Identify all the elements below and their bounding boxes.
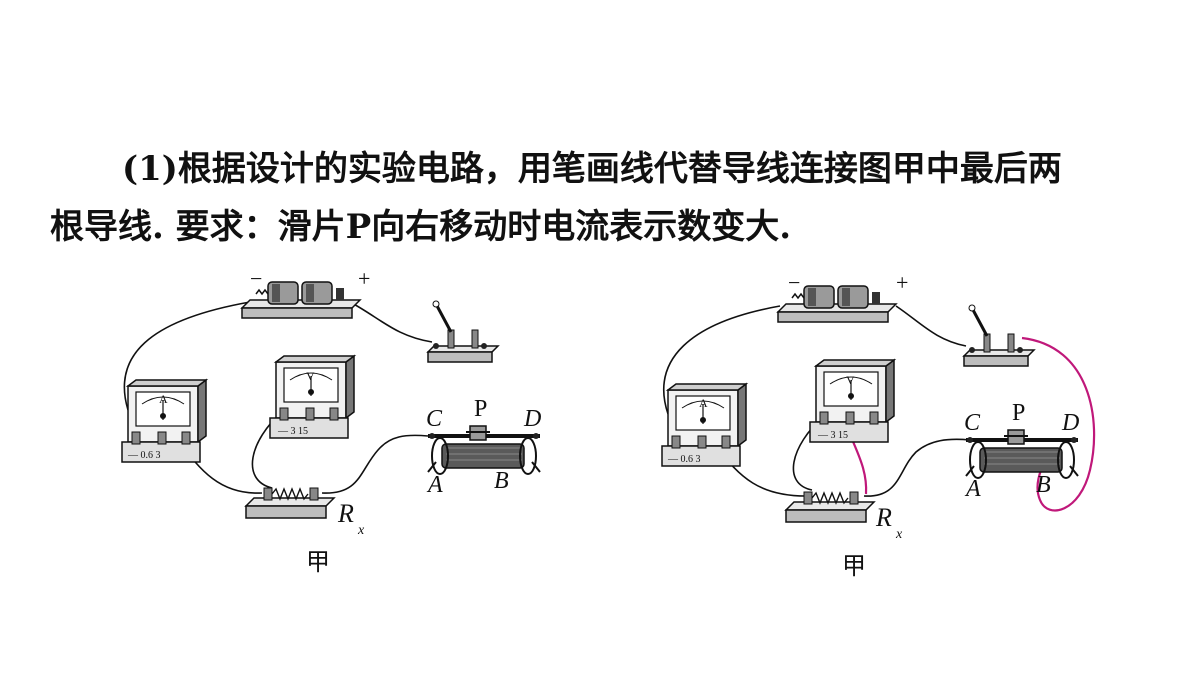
rheostat-label-p: P bbox=[474, 396, 487, 422]
battery-minus-label: − bbox=[250, 266, 262, 291]
switch bbox=[426, 299, 500, 364]
voltmeter-scale: — 3 15 bbox=[277, 426, 308, 437]
battery-plus-label: + bbox=[896, 270, 908, 295]
battery-minus-label: − bbox=[788, 270, 800, 295]
rheostat-label-a: A bbox=[426, 472, 443, 498]
voltmeter-symbol: V bbox=[306, 369, 315, 383]
rheostat bbox=[964, 428, 1080, 480]
wire bbox=[863, 438, 971, 497]
rheostat-label-c: C bbox=[964, 410, 981, 436]
resistor-label: R bbox=[337, 499, 354, 528]
figure-left: − + A — 0.6 3 V — 3 15 R x C P D A B 甲 bbox=[121, 266, 542, 576]
wire bbox=[123, 301, 251, 411]
rheostat-label-b: B bbox=[494, 468, 509, 494]
rheostat bbox=[426, 424, 542, 476]
figure-caption: 甲 bbox=[842, 552, 866, 580]
ammeter-scale: — 0.6 3 bbox=[667, 454, 701, 465]
wire bbox=[895, 305, 967, 347]
rheostat-label-c: C bbox=[426, 406, 443, 432]
question-line-2: 根导线. 要求：滑片P向右移动时电流表示数变大. bbox=[50, 207, 792, 247]
rheostat-label-a: A bbox=[964, 476, 981, 502]
switch bbox=[962, 303, 1036, 368]
rheostat-label-d: D bbox=[1061, 410, 1079, 436]
rheostat-label-d: D bbox=[523, 406, 541, 432]
figure-caption: 甲 bbox=[306, 548, 330, 576]
voltmeter-symbol: V bbox=[846, 373, 855, 387]
wire bbox=[349, 301, 433, 343]
figure-right: − + A — 0.6 3 V — 3 15 R x C P D A B 甲 bbox=[661, 270, 1096, 580]
answer-wire-switch-b bbox=[1021, 336, 1096, 512]
question-text: (1)根据设计的实验电路，用笔画线代替导线连接图甲中最后两 根导线. 要求：滑片… bbox=[50, 140, 1160, 256]
resistor-subscript: x bbox=[357, 523, 365, 538]
battery-plus-label: + bbox=[358, 266, 370, 291]
wire bbox=[663, 305, 781, 415]
resistor-label: R bbox=[875, 503, 892, 532]
wire bbox=[321, 434, 429, 494]
voltmeter-scale: — 3 15 bbox=[817, 430, 848, 441]
ammeter-scale: — 0.6 3 bbox=[127, 450, 161, 461]
ammeter-symbol: A bbox=[699, 396, 708, 410]
question-line-1: (1)根据设计的实验电路，用笔画线代替导线连接图甲中最后两 bbox=[122, 149, 1062, 189]
rheostat-label-b: B bbox=[1036, 472, 1051, 498]
ammeter-symbol: A bbox=[159, 392, 168, 406]
resistor-subscript: x bbox=[895, 527, 903, 542]
rheostat-label-p: P bbox=[1012, 400, 1025, 426]
